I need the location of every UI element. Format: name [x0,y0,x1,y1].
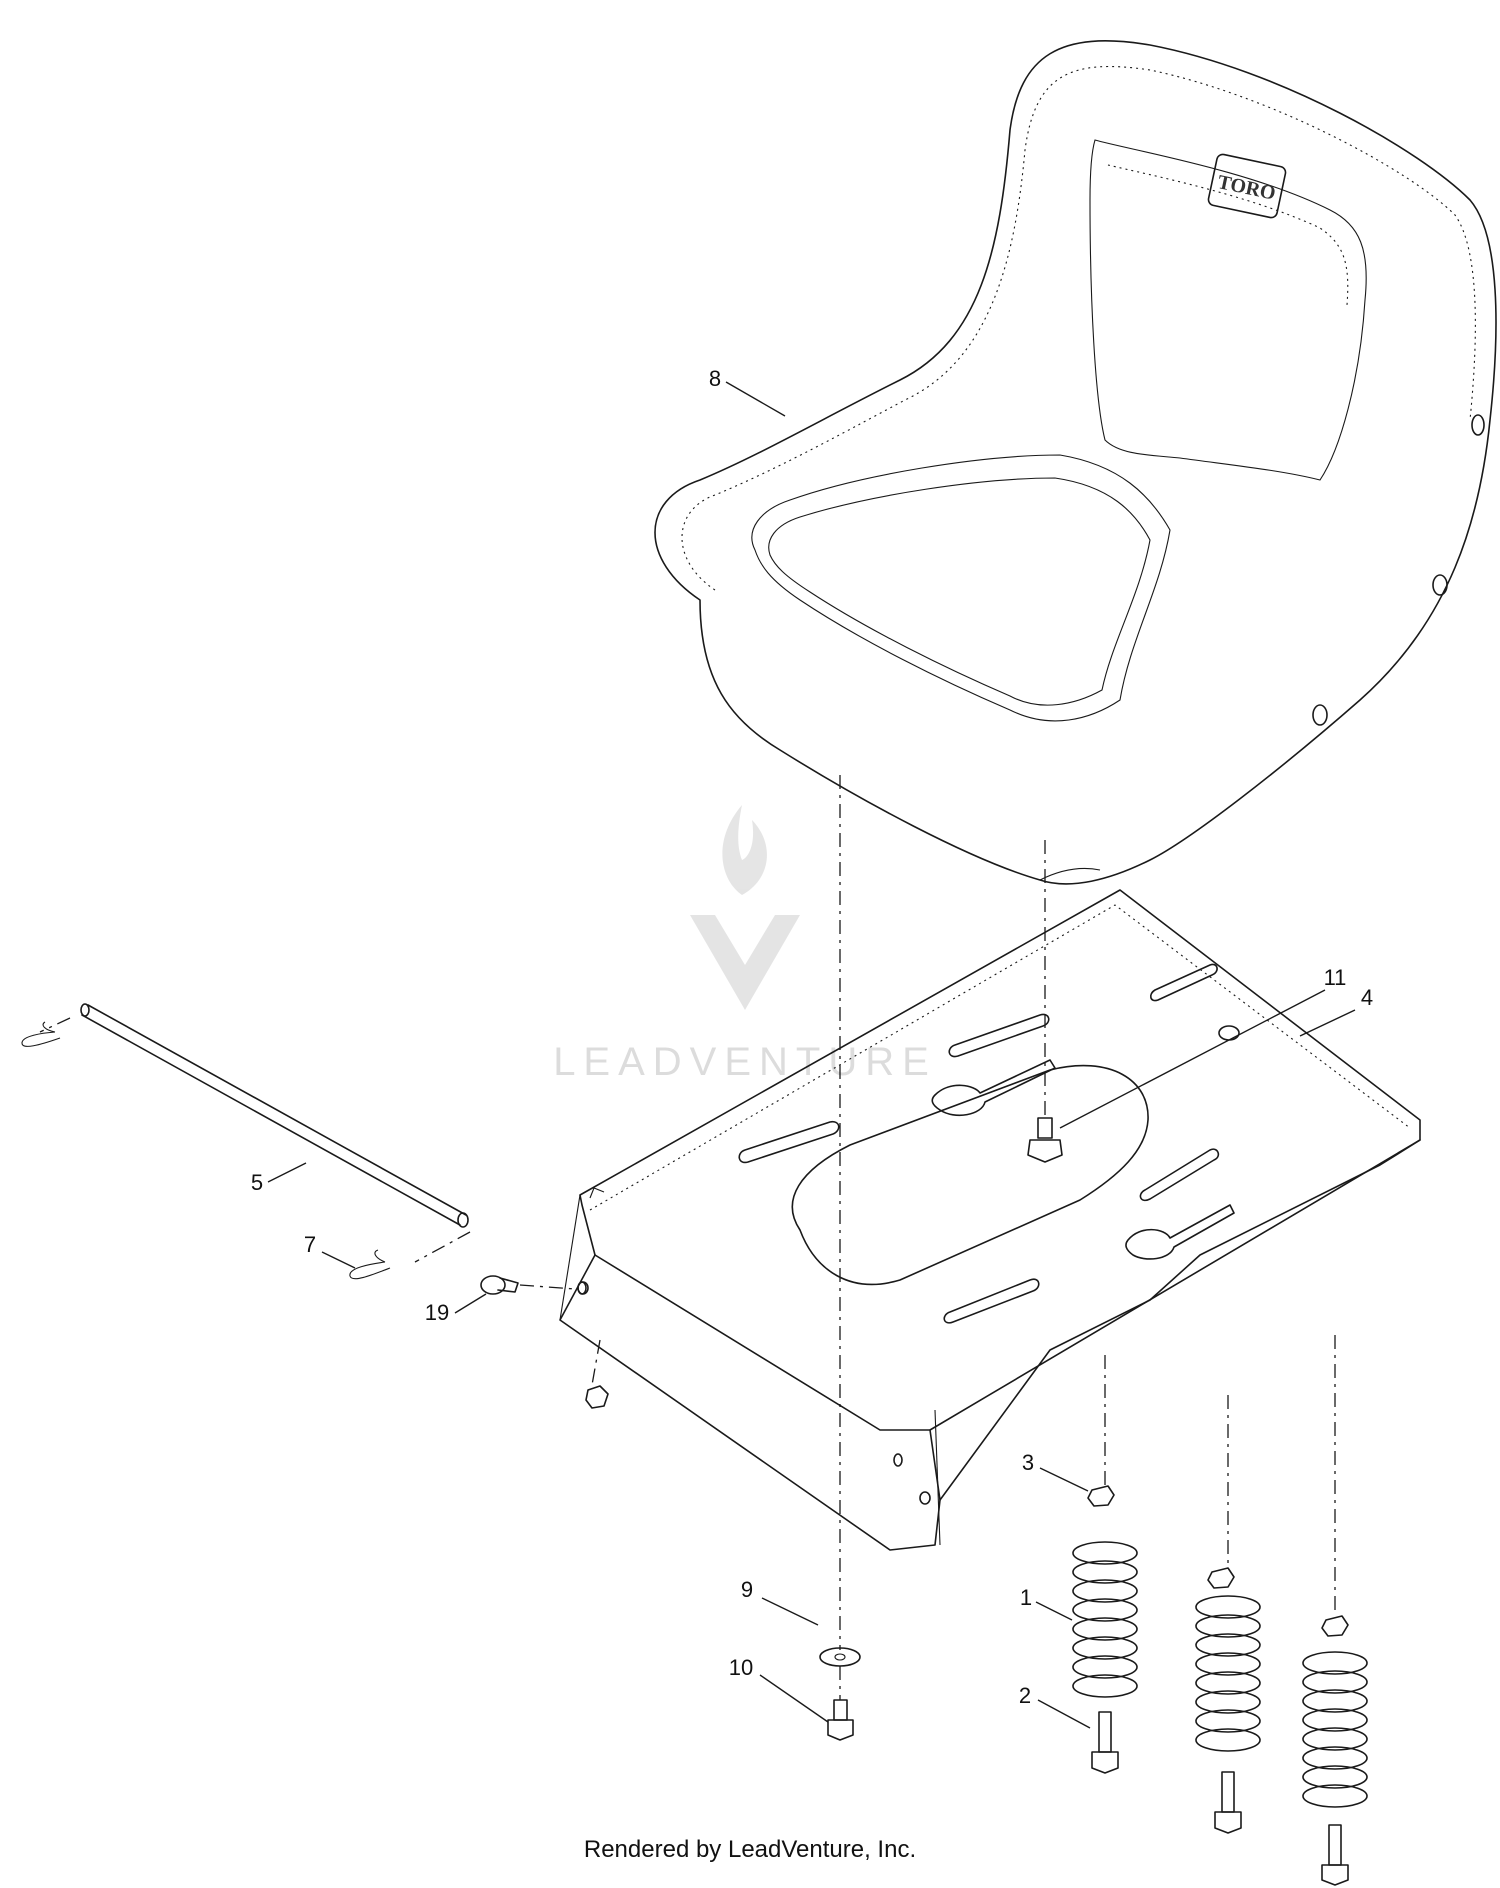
leadventure-watermark: LEADVENTURE [553,805,937,1084]
bolt-2b [1214,1771,1242,1834]
hairpin-clip-part-7 [349,1249,391,1280]
callout-9: 9 [741,1577,819,1626]
seat-mounting-plate-part-4 [559,889,1421,1551]
washer-part-9 [819,1647,861,1667]
nut-under-bracket [585,1385,609,1409]
assembly-center-lines [39,775,1336,1700]
svg-text:19: 19 [425,1300,449,1325]
svg-text:9: 9 [741,1577,753,1602]
pivot-rod-part-5 [80,1003,469,1228]
bolt-2c [1321,1824,1349,1886]
svg-text:3: 3 [1022,1450,1034,1475]
svg-text:2: 2 [1019,1683,1031,1708]
callout-10: 10 [729,1655,829,1723]
flange-nut-2 [1207,1567,1235,1589]
hairpin-clip-upper [21,1021,61,1047]
callout-11: 11 [1059,965,1347,1129]
bolt-part-2 [1091,1711,1119,1774]
callout-8: 8 [709,366,786,417]
svg-text:8: 8 [709,366,721,391]
footer-credit: Rendered by LeadVenture, Inc. [583,1836,917,1863]
svg-text:10: 10 [729,1655,753,1680]
watermark-text: LEADVENTURE [553,1040,937,1084]
spring-2 [1195,1595,1261,1752]
callout-7: 7 [304,1232,356,1269]
callout-5: 5 [251,1162,307,1195]
callout-4: 4 [1299,985,1373,1037]
svg-text:5: 5 [251,1170,263,1195]
callout-1: 1 [1020,1585,1073,1621]
shoulder-bolt-part-19 [480,1275,589,1295]
svg-text:4: 4 [1361,985,1373,1010]
callout-2: 2 [1019,1683,1091,1729]
seat-part-8: TORO [654,40,1497,885]
svg-text:11: 11 [1324,965,1347,990]
stud-part-11 [1027,1117,1063,1163]
callout-3: 3 [1022,1450,1089,1492]
spring-part-1 [1072,1541,1138,1698]
svg-text:1: 1 [1020,1585,1032,1610]
flange-nut-3 [1321,1615,1349,1637]
svg-text:7: 7 [304,1232,316,1257]
bolt-part-10 [827,1699,854,1741]
callout-19: 19 [425,1293,487,1325]
spring-3 [1302,1651,1368,1808]
toro-badge: TORO [1207,153,1287,219]
flange-nut-part-3 [1087,1485,1115,1507]
svg-text:TORO: TORO [1216,171,1278,205]
